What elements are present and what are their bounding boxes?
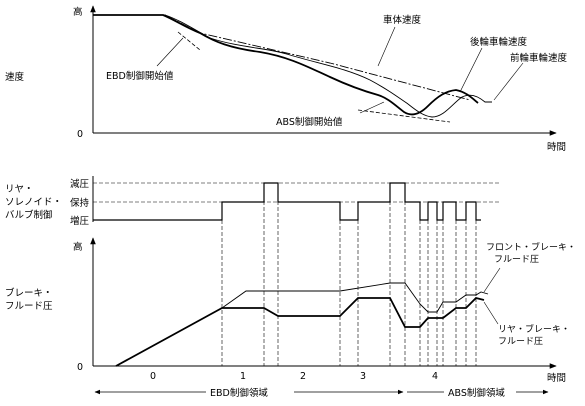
front-wheel-leader	[493, 62, 524, 101]
rear-pressure-leader	[483, 301, 499, 325]
level-decrease: 減圧	[70, 178, 90, 190]
solenoid-control: リヤ・ ソレノイド・ バルブ制御 減圧 保持 増圧	[5, 176, 500, 227]
speed-y-label: 速度	[5, 71, 25, 83]
solenoid-label-line1: リヤ・	[5, 184, 34, 195]
phase-1: 1	[240, 371, 246, 382]
front-pressure-label-line1: フロント・ブレーキ・	[486, 241, 576, 253]
phase-3: 3	[360, 371, 366, 382]
speed-graph: 高 0 速度 時間 車体速度 後輪車輪速度 前輪車輪速度 EBD制御開始値 AB…	[5, 5, 568, 153]
rear-wheel-speed-label: 後輪車輪速度	[470, 36, 528, 48]
front-pressure-label-line2: フルード圧	[494, 254, 539, 265]
front-wheel-speed-label: 前輪車輪速度	[510, 52, 568, 64]
ebd-start-label: EBD制御開始値	[106, 70, 174, 82]
front-pressure-line	[115, 282, 489, 367]
pressure-graph: 高 0 ブレーキ・ フルード圧 時間 フロント・ブレーキ・ フルード圧 リヤ・ブ…	[5, 237, 576, 399]
pressure-y-zero: 0	[77, 362, 83, 373]
pressure-y-label-line1: ブレーキ・	[5, 287, 53, 299]
ebd-start-leader	[156, 37, 184, 67]
vehicle-speed-leader	[377, 26, 396, 67]
abs-threshold-line	[357, 109, 451, 123]
phase-dividers	[221, 183, 477, 366]
speed-x-label: 時間	[547, 142, 566, 153]
abs-region-label: ABS制御領域	[448, 387, 505, 399]
rear-pressure-label-line2: フルード圧	[498, 336, 543, 347]
pressure-y-high: 高	[73, 241, 83, 253]
rear-pressure-line	[115, 297, 485, 367]
solenoid-signal	[93, 182, 481, 221]
front-wheel-speed-line	[93, 14, 492, 118]
solenoid-label-line2: ソレノイド・	[5, 197, 62, 208]
vehicle-speed-label: 車体速度	[383, 14, 422, 26]
rear-wheel-speed-line	[93, 14, 479, 116]
rear-pressure-label-line1: リヤ・ブレーキ・	[498, 323, 570, 335]
solenoid-label-line3: バルブ制御	[5, 209, 53, 221]
front-pressure-leader	[483, 267, 501, 293]
level-increase: 増圧	[70, 215, 90, 227]
phase-4: 4	[432, 371, 438, 382]
abs-region-label-bg	[444, 385, 516, 399]
rear-wheel-leader	[459, 47, 483, 93]
speed-y-high: 高	[73, 6, 83, 18]
phase-0: 0	[150, 371, 156, 382]
pressure-y-label-line2: フルード圧	[5, 301, 53, 312]
ebd-threshold-line	[177, 31, 201, 51]
abs-start-leader	[359, 101, 385, 114]
ebd-region-label-bg	[206, 385, 294, 399]
phase-2: 2	[300, 371, 306, 382]
ebd-region-label: EBD制御領域	[210, 387, 268, 399]
abs-start-label: ABS制御開始値	[276, 116, 343, 128]
level-hold: 保持	[70, 197, 90, 209]
speed-y-zero: 0	[77, 129, 83, 140]
pressure-x-label: 時間	[547, 373, 566, 384]
